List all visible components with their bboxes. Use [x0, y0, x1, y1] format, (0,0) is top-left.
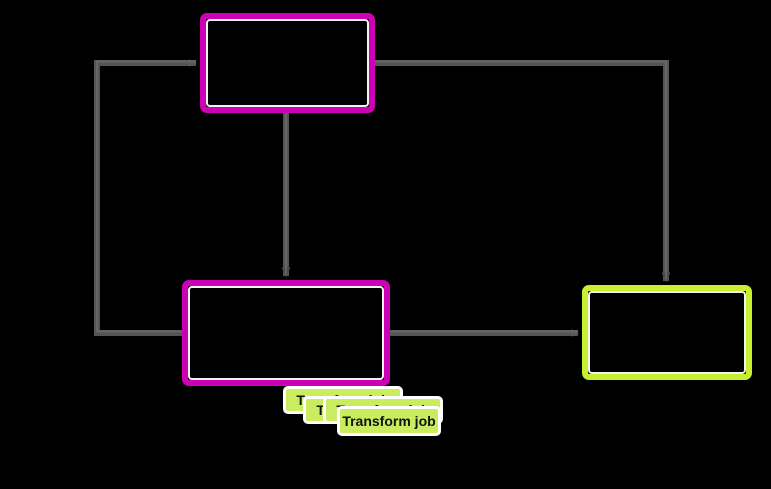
edge-top-to-right[interactable] — [375, 60, 671, 283]
edge-top-to-right-highlight — [375, 60, 667, 280]
right-node-label — [588, 291, 746, 374]
middle-node[interactable] — [182, 280, 390, 386]
edge-middle-to-top-highlight — [96, 60, 196, 333]
transform-job-chip[interactable]: Transform job — [337, 406, 441, 436]
middle-node-label — [188, 286, 384, 380]
right-node[interactable] — [582, 285, 752, 380]
top-node[interactable] — [200, 13, 375, 113]
edge-paths — [94, 59, 671, 337]
top-node-label — [206, 19, 369, 107]
